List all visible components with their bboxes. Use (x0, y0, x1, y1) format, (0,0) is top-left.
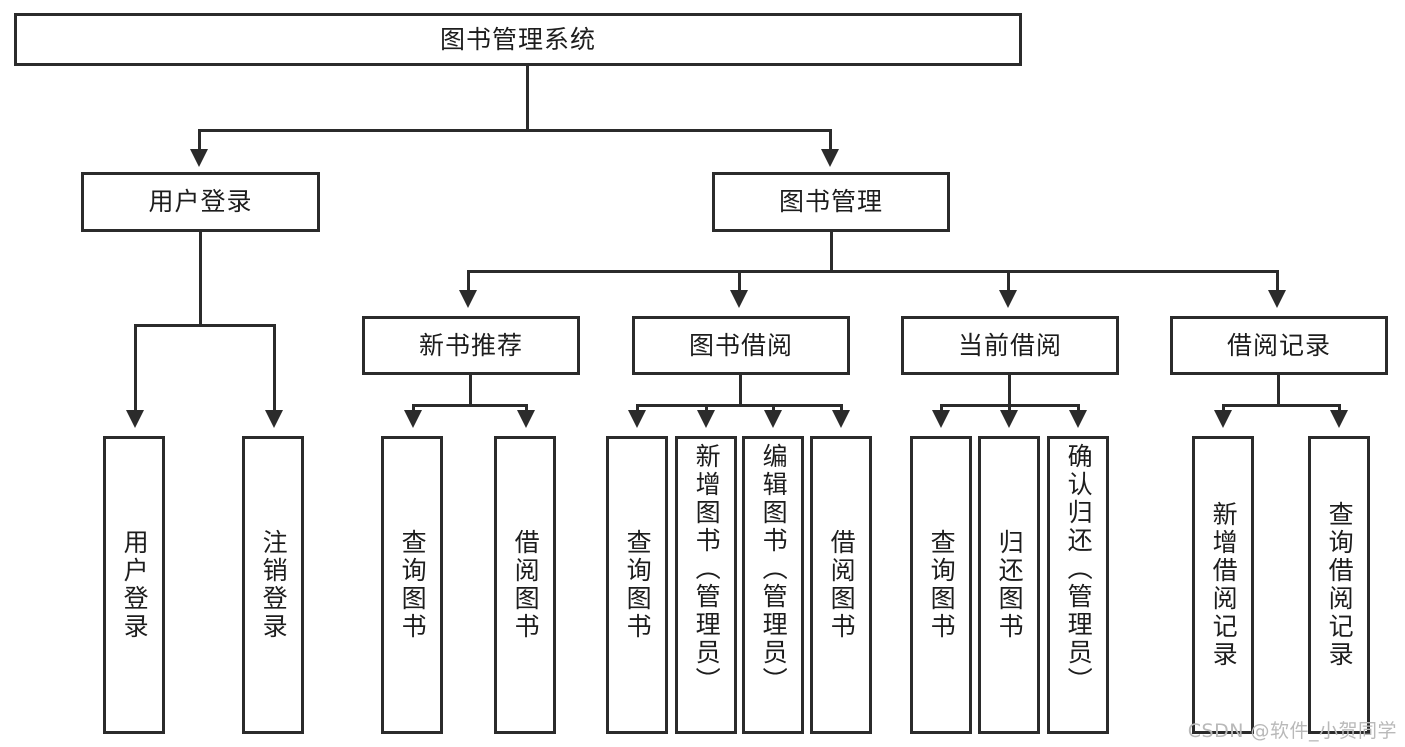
arrow-bb-leaf-1 (628, 410, 646, 428)
connector-book-management-bus (467, 270, 1279, 273)
arrow-br-leaf-1 (1214, 410, 1232, 428)
node-label: 查询图书 (927, 529, 957, 641)
connector-cb-drop-3 (1077, 404, 1080, 412)
node-label: 新书推荐 (418, 330, 523, 360)
node-user-login[interactable]: 用户登录 (81, 172, 320, 232)
node-new-book-recommend[interactable]: 新书推荐 (362, 316, 580, 375)
connector-br-stem (1277, 375, 1280, 404)
connector-nbr-drop-2 (525, 404, 528, 412)
connector-cb-stem (1008, 375, 1011, 404)
leaf-add-book-admin[interactable]: 新增图书（管理员） (675, 436, 737, 734)
arrow-to-book-borrow (730, 290, 748, 308)
arrow-nbr-leaf-2 (517, 410, 535, 428)
node-label: 借阅记录 (1226, 330, 1331, 360)
node-current-borrow[interactable]: 当前借阅 (901, 316, 1119, 375)
leaf-query-book-cb[interactable]: 查询图书 (910, 436, 972, 734)
node-label: 确认归还（管理员） (1064, 443, 1094, 695)
arrow-root-to-user-login (190, 149, 208, 167)
node-label: 归还图书 (995, 529, 1025, 641)
node-label: 图书管理 (778, 187, 883, 217)
connector-root-stem (526, 66, 529, 129)
connector-root-drop-2 (829, 129, 832, 151)
connector-bb-drop-1 (636, 404, 639, 412)
node-label: 图书管理系统 (439, 24, 596, 54)
node-book-borrow[interactable]: 图书借阅 (632, 316, 850, 375)
arrow-nbr-leaf-1 (404, 410, 422, 428)
connector-bb-bus (636, 404, 843, 407)
leaf-borrow-book-bb[interactable]: 借阅图书 (810, 436, 872, 734)
connector-bm-drop-3 (1007, 270, 1010, 292)
arrow-to-current-borrow (999, 290, 1017, 308)
node-label: 借阅图书 (511, 529, 541, 641)
node-label: 新增借阅记录 (1209, 501, 1239, 669)
connector-cb-drop-1 (940, 404, 943, 412)
node-borrow-record[interactable]: 借阅记录 (1170, 316, 1388, 375)
leaf-query-book-nbr[interactable]: 查询图书 (381, 436, 443, 734)
arrow-bb-leaf-3 (764, 410, 782, 428)
connector-user-login-stem (199, 232, 202, 324)
connector-user-login-bus (134, 324, 276, 327)
connector-nbr-drop-1 (412, 404, 415, 412)
node-book-management[interactable]: 图书管理 (712, 172, 950, 232)
node-label: 当前借阅 (957, 330, 1062, 360)
leaf-user-login[interactable]: 用户登录 (103, 436, 165, 734)
arrow-root-to-book-management (821, 149, 839, 167)
node-label: 查询图书 (398, 529, 428, 641)
connector-br-drop-2 (1338, 404, 1341, 412)
arrow-cb-leaf-1 (932, 410, 950, 428)
arrow-bb-leaf-2 (697, 410, 715, 428)
connector-root-drop-1 (198, 129, 201, 151)
leaf-return-book[interactable]: 归还图书 (978, 436, 1040, 734)
arrow-to-borrow-record (1268, 290, 1286, 308)
arrow-cb-leaf-2 (1000, 410, 1018, 428)
connector-bm-drop-1 (467, 270, 470, 292)
connector-root-bus (198, 129, 832, 132)
node-label: 用户登录 (148, 187, 253, 217)
node-label: 查询借阅记录 (1325, 501, 1355, 669)
node-label: 编辑图书（管理员） (759, 443, 789, 695)
node-label: 用户登录 (120, 529, 150, 641)
csdn-watermark: CSDN @软件_小贺同学 (1187, 720, 1397, 742)
arrow-cb-leaf-3 (1069, 410, 1087, 428)
leaf-edit-book-admin[interactable]: 编辑图书（管理员） (742, 436, 804, 734)
leaf-add-borrow-record[interactable]: 新增借阅记录 (1192, 436, 1254, 734)
connector-bb-stem (739, 375, 742, 404)
connector-br-bus (1222, 404, 1341, 407)
arrow-to-leaf-logout (265, 410, 283, 428)
connector-user-login-drop-2 (273, 324, 276, 412)
arrow-to-leaf-user-login (126, 410, 144, 428)
arrow-br-leaf-2 (1330, 410, 1348, 428)
connector-bb-drop-4 (840, 404, 843, 412)
connector-bb-drop-2 (705, 404, 708, 412)
arrow-bb-leaf-4 (832, 410, 850, 428)
node-root-book-management-system[interactable]: 图书管理系统 (14, 13, 1022, 66)
leaf-borrow-book-nbr[interactable]: 借阅图书 (494, 436, 556, 734)
connector-nbr-bus (412, 404, 528, 407)
node-label: 新增图书（管理员） (692, 443, 722, 695)
connector-bm-drop-4 (1276, 270, 1279, 292)
node-label: 查询图书 (623, 529, 653, 641)
leaf-logout[interactable]: 注销登录 (242, 436, 304, 734)
leaf-confirm-return-admin[interactable]: 确认归还（管理员） (1047, 436, 1109, 734)
connector-book-management-stem (830, 232, 833, 270)
arrow-to-new-book-recommend (459, 290, 477, 308)
node-label: 借阅图书 (827, 529, 857, 641)
connector-bm-drop-2 (738, 270, 741, 292)
node-label: 图书借阅 (688, 330, 793, 360)
leaf-query-book-bb[interactable]: 查询图书 (606, 436, 668, 734)
connector-cb-drop-2 (1008, 404, 1011, 412)
node-label: 注销登录 (259, 529, 289, 641)
connector-br-drop-1 (1222, 404, 1225, 412)
connector-nbr-stem (469, 375, 472, 404)
connector-user-login-drop-1 (134, 324, 137, 412)
leaf-query-borrow-record[interactable]: 查询借阅记录 (1308, 436, 1370, 734)
connector-bb-drop-3 (772, 404, 775, 412)
